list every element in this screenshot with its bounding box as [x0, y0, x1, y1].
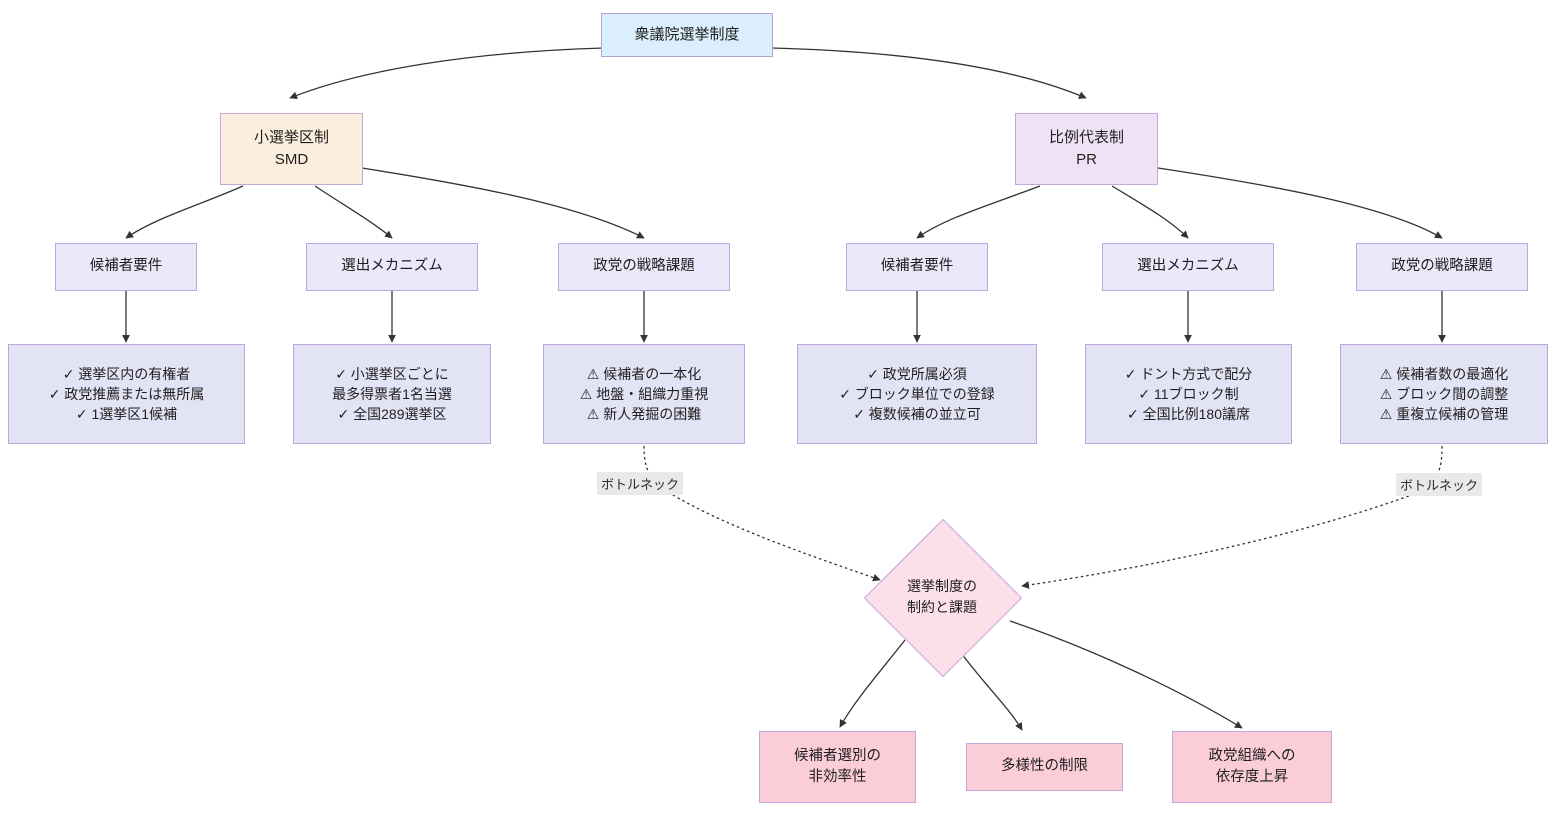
detail-line: ⚠ ブロック間の調整	[1379, 385, 1509, 402]
node-pr-selection[interactable]: 選出メカニズム	[1102, 243, 1274, 291]
node-constraints-line1: 選挙制度の	[907, 578, 977, 594]
detail-line: ✓ 複数候補の並立可	[853, 406, 981, 423]
node-pr-selection-detail[interactable]: ✓ ドント方式で配分 ✓ 11ブロック制 ✓ 全国比例180議席	[1085, 344, 1292, 444]
node-pr-candidate-detail[interactable]: ✓ 政党所属必須 ✓ ブロック単位での登録 ✓ 複数候補の並立可	[797, 344, 1037, 444]
edge-bottleneck-left	[643, 445, 881, 582]
node-issue-inefficiency-line1: 候補者選別の	[794, 747, 881, 764]
detail-line: ⚠ 地盤・組織力重視	[579, 385, 709, 402]
node-smd-selection[interactable]: 選出メカニズム	[306, 243, 478, 291]
edge-bottleneck-right	[1021, 445, 1443, 589]
detail-line: ✓ ドント方式で配分	[1124, 365, 1253, 382]
edge-label-bottleneck-left-text: ボトルネック	[601, 477, 680, 492]
detail-line: ⚠ 候補者の一本化	[586, 365, 702, 382]
node-pr-label-line1: 比例代表制	[1048, 129, 1124, 147]
detail-line: 最多得票者1名当選	[332, 385, 452, 402]
node-smd-candidate-req-label: 候補者要件	[89, 258, 163, 275]
detail-line: ✓ ブロック単位での登録	[839, 385, 995, 402]
edge-pr-selection	[1111, 185, 1189, 239]
edge-smd-candidate	[125, 185, 244, 239]
node-issue-dependency[interactable]: 政党組織への 依存度上昇	[1172, 731, 1332, 803]
node-smd-strategy-label: 政党の戦略課題	[593, 258, 695, 275]
node-root-label: 衆議院選挙制度	[634, 26, 740, 44]
node-pr-strategy-label: 政党の戦略課題	[1391, 258, 1493, 275]
node-smd-candidate-req[interactable]: 候補者要件	[55, 243, 197, 291]
detail-line: ✓ 全国289選挙区	[337, 406, 447, 423]
node-smd-strategy-detail[interactable]: ⚠ 候補者の一本化 ⚠ 地盤・組織力重視 ⚠ 新人発掘の困難	[543, 344, 745, 444]
node-issue-dependency-line2: 依存度上昇	[1215, 769, 1289, 785]
detail-line: ✓ 政党所属必須	[867, 365, 967, 382]
detail-line: ✓ 1選挙区1候補	[75, 406, 178, 423]
edge-label-bottleneck-right: ボトルネック	[1396, 473, 1483, 496]
node-smd-label-line1: 小選挙区制	[253, 129, 329, 147]
detail-line: ✓ 11ブロック制	[1138, 385, 1239, 402]
edge-constraints-dependency	[1009, 620, 1243, 729]
node-issue-diversity-line1: 多様性の制限	[1001, 758, 1088, 775]
node-issue-inefficiency-line2: 非効率性	[808, 769, 867, 785]
edge-smd-strategy	[361, 167, 645, 239]
node-issue-dependency-line1: 政党組織への	[1208, 747, 1296, 764]
node-smd-candidate-detail[interactable]: ✓ 選挙区内の有権者 ✓ 政党推薦または無所属 ✓ 1選挙区1候補	[8, 344, 245, 444]
edge-label-bottleneck-left: ボトルネック	[597, 472, 684, 495]
edge-root-smd	[289, 47, 605, 100]
node-pr-label-line2: PR	[1076, 151, 1097, 168]
edge-smd-selection	[314, 185, 393, 239]
node-smd-selection-detail[interactable]: ✓ 小選挙区ごとに 最多得票者1名当選 ✓ 全国289選挙区	[293, 344, 491, 444]
node-smd[interactable]: 小選挙区制 SMD	[220, 113, 363, 185]
detail-line: ⚠ 新人発掘の困難	[586, 406, 702, 423]
node-pr-candidate-req-label: 候補者要件	[880, 258, 954, 275]
edge-pr-candidate	[916, 185, 1041, 239]
detail-line: ⚠ 候補者数の最適化	[1379, 365, 1509, 382]
node-smd-strategy[interactable]: 政党の戦略課題	[558, 243, 730, 291]
node-pr-strategy[interactable]: 政党の戦略課題	[1356, 243, 1528, 291]
node-issue-inefficiency[interactable]: 候補者選別の 非効率性	[759, 731, 916, 803]
node-root[interactable]: 衆議院選挙制度	[601, 13, 773, 57]
detail-line: ✓ 政党推薦または無所属	[48, 385, 205, 402]
edge-root-pr	[771, 47, 1087, 99]
node-constraints-line2: 制約と課題	[907, 599, 977, 615]
detail-line: ⚠ 重複立候補の管理	[1379, 406, 1509, 423]
detail-line: ✓ 全国比例180議席	[1127, 406, 1250, 423]
node-pr-selection-label: 選出メカニズム	[1137, 258, 1239, 275]
edge-pr-strategy	[1157, 167, 1443, 239]
node-pr-candidate-req[interactable]: 候補者要件	[846, 243, 988, 291]
node-pr[interactable]: 比例代表制 PR	[1015, 113, 1158, 185]
node-smd-selection-label: 選出メカニズム	[341, 258, 443, 275]
detail-line: ✓ 選挙区内の有権者	[62, 365, 191, 382]
node-constraints[interactable]: 選挙制度の 制約と課題	[863, 518, 1023, 678]
diamond-label: 選挙制度の 制約と課題	[864, 519, 1020, 675]
node-smd-label-line2: SMD	[274, 151, 309, 168]
node-issue-diversity[interactable]: 多様性の制限	[966, 743, 1123, 791]
edge-label-bottleneck-right-text: ボトルネック	[1400, 478, 1479, 493]
detail-line: ✓ 小選挙区ごとに	[335, 365, 449, 382]
node-pr-strategy-detail[interactable]: ⚠ 候補者数の最適化 ⚠ ブロック間の調整 ⚠ 重複立候補の管理	[1340, 344, 1548, 444]
